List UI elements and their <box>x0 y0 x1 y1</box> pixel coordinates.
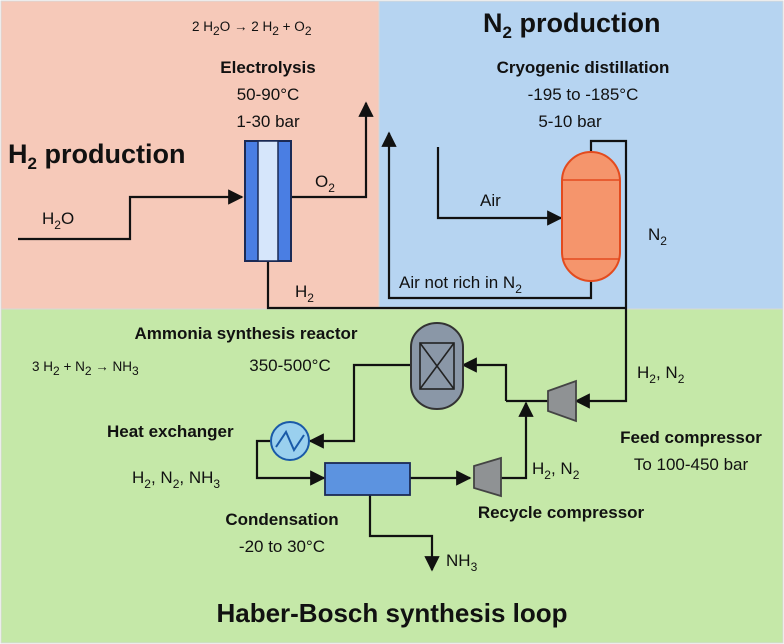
electrolyzer <box>244 140 292 262</box>
n2-stream-label: N2 <box>648 225 667 248</box>
reactor-bed-cross-2 <box>419 342 455 390</box>
distillation-column-body <box>561 151 621 282</box>
feed-to-compressor-line <box>574 308 628 409</box>
h2o-stream-label: H2O <box>42 209 74 232</box>
feed-compressor-label: Feed compressor <box>620 428 762 447</box>
electrolysis-pressure: 1-30 bar <box>236 112 300 131</box>
recycle-compressor <box>473 456 502 498</box>
cryogenic-pressure: 5-10 bar <box>538 112 602 131</box>
cryogenic-temp: -195 to -185°C <box>528 85 639 104</box>
reactor-temp: 350-500°C <box>249 356 330 375</box>
h2-n2-nh3-label: H2, N2, NH3 <box>132 468 220 491</box>
nh3-outlet-line <box>368 494 440 572</box>
h2o-feed-line <box>18 189 244 241</box>
h2-n2-recycle-label: H2, N2 <box>532 459 580 482</box>
ammonia-equation: 3 H2 + N2 → NH3 <box>32 359 139 378</box>
recycle-compressor-label: Recycle compressor <box>478 503 645 522</box>
n2-outlet-line <box>589 139 628 308</box>
air-not-rich-label: Air not rich in N2 <box>399 273 522 296</box>
feed-compressor <box>547 379 577 423</box>
electrolysis-label: Electrolysis <box>220 58 315 77</box>
nh3-product-label: NH3 <box>446 551 478 574</box>
n2-production-title: N2 production <box>483 8 660 42</box>
reactor-catalyst-bed <box>419 342 455 390</box>
recycle-return-line <box>500 401 534 480</box>
air-stream-label: Air <box>480 191 501 210</box>
electrolyzer-membrane <box>257 140 279 262</box>
air-inlet-line <box>436 147 563 226</box>
distillation-column <box>561 151 621 282</box>
reactor-label: Ammonia synthesis reactor <box>135 324 358 343</box>
haber-bosch-title: Haber-Bosch synthesis loop <box>216 598 567 628</box>
condensation-temp: -20 to 30°C <box>239 537 325 556</box>
heat-exchanger <box>270 421 310 461</box>
air-not-rich-line <box>381 131 593 300</box>
reactor-to-hx-line <box>308 363 410 449</box>
heat-exchanger-label: Heat exchanger <box>107 422 234 441</box>
h2-n2-feed-label: H2, N2 <box>637 363 685 386</box>
hx-to-condenser-line <box>255 439 326 486</box>
heat-exchanger-coil-icon <box>275 429 305 453</box>
mix-to-reactor-line <box>461 357 508 401</box>
h2-production-title: H2 production <box>8 139 185 173</box>
feed-compressor-pressure: To 100-450 bar <box>634 455 749 474</box>
cryogenic-label: Cryogenic distillation <box>497 58 670 77</box>
h2-production-region <box>0 0 380 310</box>
condenser <box>324 462 411 496</box>
electrolysis-temp: 50-90°C <box>237 85 300 104</box>
ammonia-reactor <box>410 322 464 410</box>
flow-lines <box>18 101 628 572</box>
h2-stream-label: H2 <box>295 282 314 305</box>
o2-outlet-line <box>292 101 374 199</box>
o2-stream-label: O2 <box>315 172 335 195</box>
h2-outlet-line <box>266 261 626 310</box>
electrolysis-equation: 2 H2O → 2 H2 + O2 <box>192 19 312 38</box>
condensation-label: Condensation <box>225 510 338 529</box>
